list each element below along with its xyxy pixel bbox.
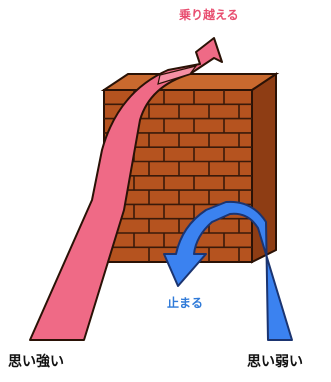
wall-top-face [104, 74, 276, 90]
weak-will-label: 思い弱い [247, 351, 303, 371]
stop-label: 止まる [167, 294, 203, 311]
strong-will-label: 思い強い [8, 351, 64, 371]
overcome-label: 乗り越える [179, 6, 239, 23]
